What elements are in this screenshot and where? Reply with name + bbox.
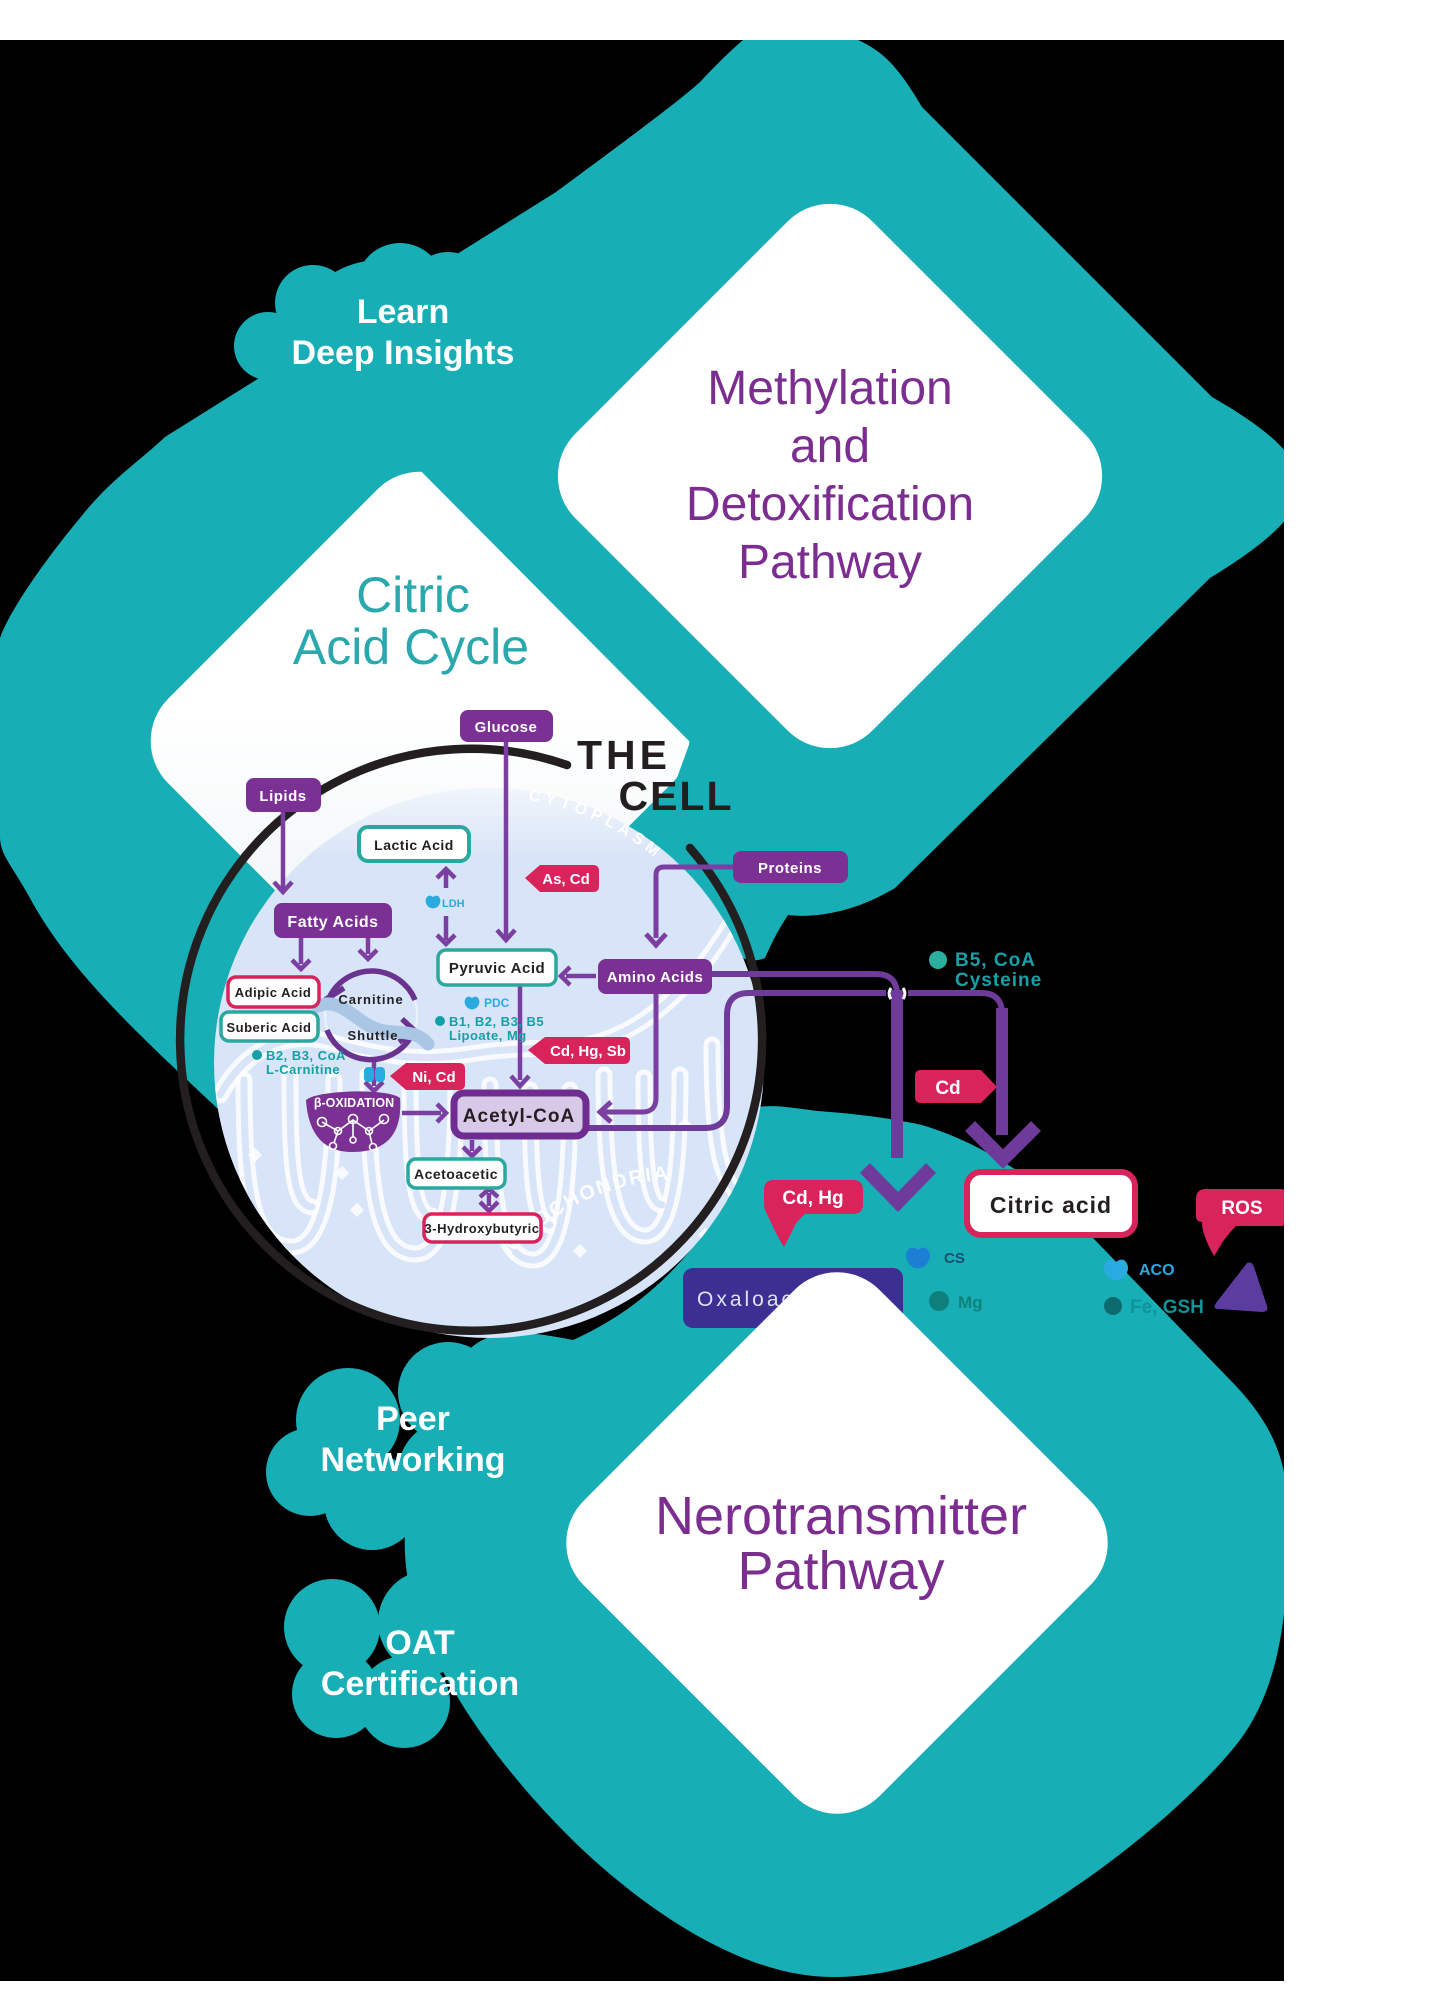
svg-text:Cd: Cd [935,1078,960,1099]
svg-text:Cd, Hg, Sb: Cd, Hg, Sb [550,1043,626,1060]
svg-text:Fatty Acids: Fatty Acids [287,914,378,931]
svg-text:3-Hydroxybutyric: 3-Hydroxybutyric [425,1221,540,1236]
svg-text:B5, CoA: B5, CoA [955,950,1036,971]
svg-text:L-Carnitine: L-Carnitine [266,1062,340,1077]
svg-text:Learn: Learn [357,293,450,331]
svg-text:OAT: OAT [385,1624,454,1662]
svg-text:Lipoate, Mg: Lipoate, Mg [449,1028,527,1043]
svg-text:ROS: ROS [1221,1198,1262,1219]
svg-text:LDH: LDH [442,898,465,910]
svg-text:Carnitine: Carnitine [338,992,403,1007]
svg-text:Glucose: Glucose [475,719,538,736]
svg-text:β-OXIDATION: β-OXIDATION [314,1096,394,1110]
svg-text:Citric: Citric [356,567,470,623]
svg-text:Pyruvic Acid: Pyruvic Acid [449,960,545,977]
svg-text:THE: THE [577,732,671,778]
svg-text:Suberic Acid: Suberic Acid [227,1020,312,1035]
svg-text:Methylation: Methylation [707,362,952,415]
svg-text:Lipids: Lipids [259,788,306,805]
svg-text:Pathway: Pathway [738,536,922,589]
svg-text:CELL: CELL [618,773,733,819]
svg-text:Peer: Peer [376,1400,450,1438]
svg-text:Amino Acids: Amino Acids [607,969,704,986]
svg-text:Pathway: Pathway [737,1541,944,1601]
svg-text:Cd, Hg: Cd, Hg [782,1188,843,1209]
svg-text:Certification: Certification [321,1665,519,1703]
svg-text:Shuttle: Shuttle [347,1028,398,1043]
svg-text:Proteins: Proteins [758,860,822,877]
svg-text:CS: CS [944,1250,965,1267]
svg-text:As, Cd: As, Cd [542,871,590,888]
svg-text:Acetyl-CoA: Acetyl-CoA [463,1106,575,1127]
svg-text:Fe, GSH: Fe, GSH [1130,1297,1204,1318]
svg-text:PDC: PDC [484,996,510,1010]
svg-text:Citric acid: Citric acid [990,1192,1112,1218]
svg-text:ACO: ACO [1139,1262,1175,1279]
svg-text:B1, B2, B3, B5: B1, B2, B3, B5 [449,1014,544,1029]
svg-text:Deep Insights: Deep Insights [292,334,515,372]
svg-text:Ni, Cd: Ni, Cd [412,1069,455,1086]
svg-text:Nerotransmitter: Nerotransmitter [655,1486,1027,1546]
svg-text:Lactic Acid: Lactic Acid [374,837,454,853]
svg-text:Mg: Mg [958,1293,983,1312]
svg-text:Adipic Acid: Adipic Acid [235,985,312,1000]
svg-text:Acetoacetic: Acetoacetic [414,1166,498,1182]
svg-text:B2, B3, CoA: B2, B3, CoA [266,1048,346,1063]
svg-text:Networking: Networking [320,1441,505,1479]
svg-text:Cysteine: Cysteine [955,970,1042,991]
svg-text:and: and [790,420,870,473]
svg-text:Acid Cycle: Acid Cycle [293,619,529,675]
svg-text:Detoxification: Detoxification [686,478,974,531]
